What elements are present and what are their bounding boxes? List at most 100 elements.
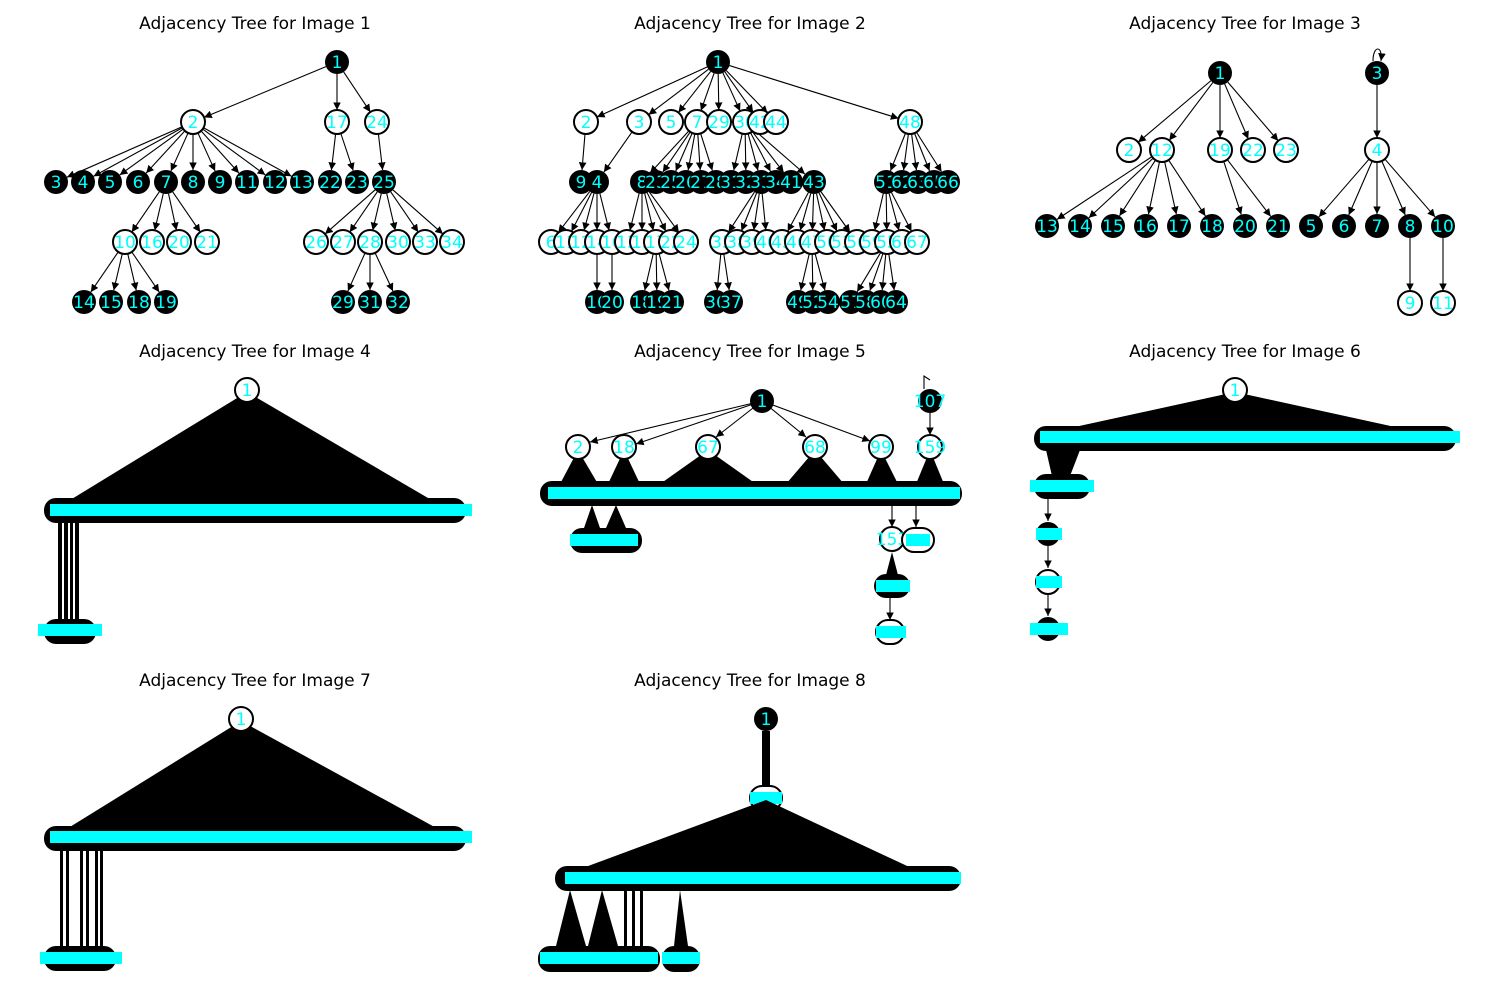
node-label: 25 bbox=[373, 173, 395, 193]
tree-edge bbox=[915, 131, 943, 173]
node-label: 3 bbox=[51, 173, 62, 193]
tree-node bbox=[600, 290, 624, 314]
tree-edge bbox=[90, 251, 119, 293]
node-band-labels bbox=[570, 534, 638, 546]
tree-edge bbox=[347, 252, 366, 292]
tree-edge bbox=[753, 129, 806, 175]
node-label: 29 bbox=[708, 113, 730, 133]
tree-node bbox=[868, 434, 894, 460]
tree-node bbox=[372, 170, 396, 194]
tree-node bbox=[72, 290, 96, 314]
node-label: 5 bbox=[1306, 217, 1317, 237]
tree-edge bbox=[386, 193, 398, 231]
node-band-labels bbox=[38, 624, 102, 636]
tree-edge bbox=[324, 189, 376, 235]
tree-node bbox=[904, 229, 930, 255]
tree-edge bbox=[203, 66, 327, 118]
tree-node bbox=[139, 229, 165, 255]
tree-node bbox=[1240, 137, 1266, 163]
tree-edge bbox=[1318, 158, 1370, 218]
tree-edge bbox=[578, 133, 587, 171]
tree-node bbox=[1431, 214, 1455, 238]
node-label: 48 bbox=[899, 113, 921, 133]
tree-node bbox=[719, 290, 743, 314]
tree-panel-8: 1 bbox=[538, 707, 961, 972]
node-label: 1 bbox=[1215, 64, 1226, 84]
node-label: 31 bbox=[359, 293, 381, 313]
node-band-labels bbox=[50, 831, 472, 843]
tree-edge bbox=[1227, 81, 1279, 142]
node-label: 1 bbox=[236, 710, 247, 730]
node-label: 16 bbox=[1135, 217, 1157, 237]
node-label: 5 bbox=[666, 113, 677, 133]
tree-node bbox=[1365, 214, 1389, 238]
tree-edge bbox=[787, 192, 809, 232]
tree-edge bbox=[127, 253, 139, 291]
tree-node bbox=[706, 50, 730, 74]
tree-node bbox=[1208, 61, 1232, 85]
edge-fan bbox=[560, 450, 944, 484]
tree-node bbox=[611, 434, 637, 460]
edge-bundle bbox=[1046, 450, 1080, 476]
node-label: 21 bbox=[196, 233, 218, 253]
node-label: 43 bbox=[803, 173, 825, 193]
node-label: 24 bbox=[675, 233, 697, 253]
node-label: 14 bbox=[1069, 217, 1091, 237]
tree-node bbox=[228, 706, 254, 732]
tree-edge bbox=[557, 191, 591, 233]
node-label: 64 bbox=[885, 293, 907, 313]
tree-node bbox=[318, 170, 342, 194]
panel-title-4: Adjacency Tree for Image 4 bbox=[139, 342, 371, 362]
node-label: 2 bbox=[581, 113, 592, 133]
node-label: 67 bbox=[697, 438, 719, 458]
tree-edge bbox=[170, 132, 189, 172]
tree-node bbox=[331, 290, 355, 314]
tree-node bbox=[357, 229, 383, 255]
tree-edge bbox=[571, 192, 592, 232]
tree-edge bbox=[1146, 161, 1161, 215]
tree-edge bbox=[119, 128, 184, 176]
node-label: 9 bbox=[215, 173, 226, 193]
tree-edge bbox=[723, 253, 732, 291]
tree-edge bbox=[599, 193, 611, 231]
tree-edge bbox=[888, 193, 901, 231]
tree-edge bbox=[729, 65, 899, 120]
edge-bundle bbox=[886, 552, 898, 575]
tree-edge bbox=[111, 253, 123, 291]
tree-edge bbox=[662, 131, 691, 173]
tree-edge bbox=[725, 70, 769, 114]
tree-edge bbox=[740, 192, 758, 232]
node-label: 1 bbox=[1230, 381, 1241, 401]
tree-edge bbox=[658, 253, 671, 291]
node-label: 11 bbox=[1432, 294, 1454, 314]
node-label: 2 bbox=[1124, 141, 1135, 161]
tree-panel-5: 153 1 107 2 18 67 68 99 159 bbox=[540, 374, 962, 645]
tree-node bbox=[234, 377, 260, 403]
tree-edge bbox=[343, 71, 371, 113]
node-label: 28 bbox=[359, 233, 381, 253]
node-label: 153 bbox=[876, 530, 908, 550]
tree-edge bbox=[648, 68, 709, 116]
node-band-labels bbox=[540, 952, 658, 964]
tree-edge bbox=[1137, 80, 1212, 143]
node-label: 1 bbox=[713, 53, 724, 73]
tree-edge bbox=[152, 193, 164, 231]
tree-edge bbox=[1088, 157, 1154, 219]
tree-edge bbox=[628, 193, 640, 231]
tree-node bbox=[235, 170, 259, 194]
tree-node bbox=[779, 170, 803, 194]
node-label: 10 bbox=[114, 233, 136, 253]
tree-edge bbox=[751, 131, 785, 173]
tree-edge bbox=[879, 253, 887, 291]
tree-edge bbox=[197, 132, 216, 172]
tree-node bbox=[180, 109, 206, 135]
tree-edge bbox=[751, 193, 760, 231]
tree-node bbox=[98, 170, 122, 194]
edge-bundle bbox=[58, 522, 79, 622]
tree-node bbox=[208, 170, 232, 194]
tree-node bbox=[573, 109, 599, 135]
node-label: 17 bbox=[1168, 217, 1190, 237]
tree-edge bbox=[741, 133, 750, 171]
node-band-labels bbox=[1030, 480, 1094, 492]
